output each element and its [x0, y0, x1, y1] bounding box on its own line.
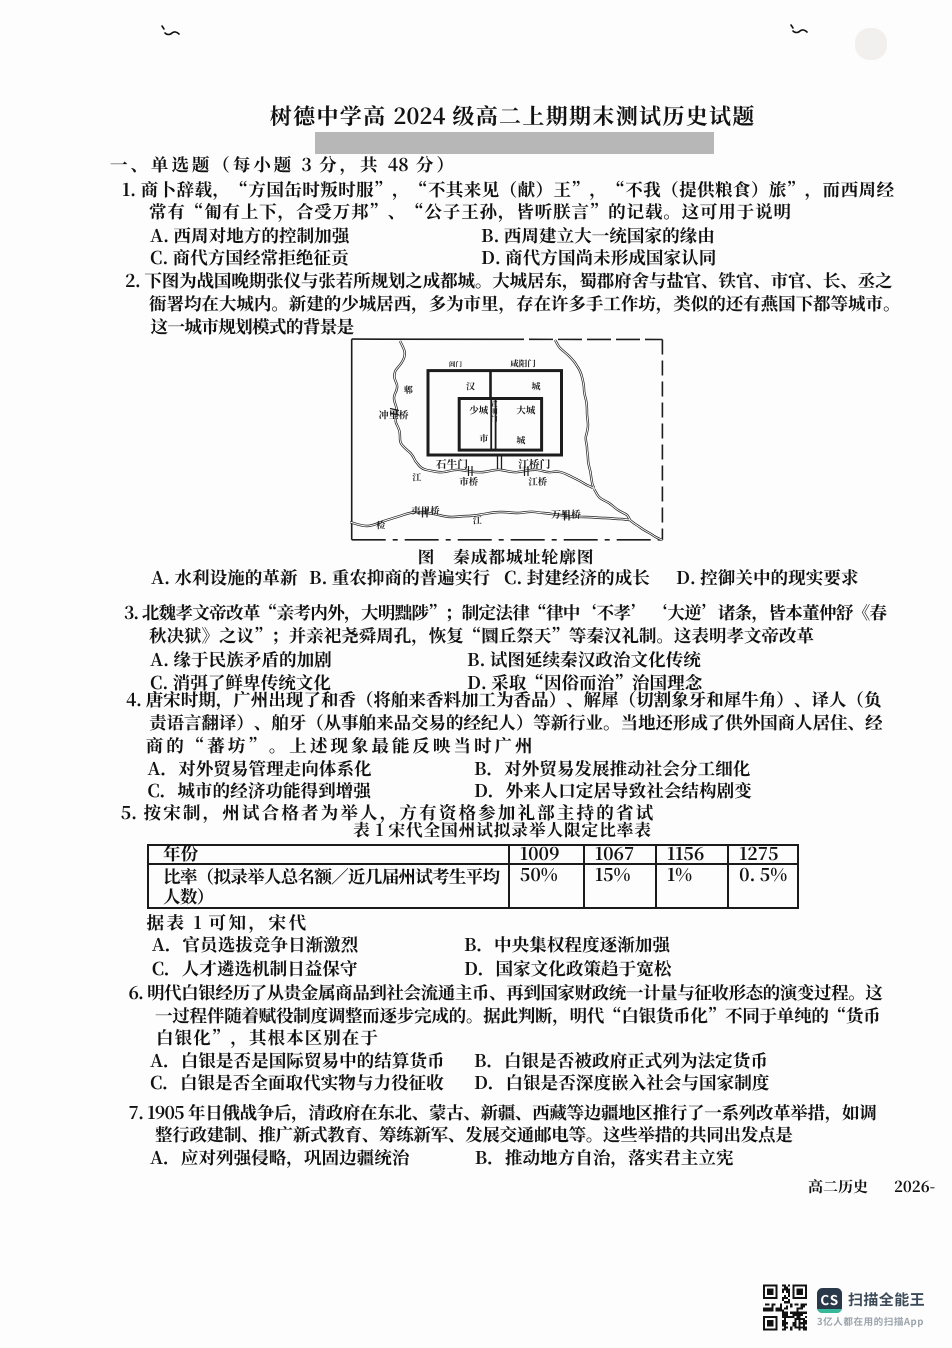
- svg-text:检: 检: [376, 519, 385, 532]
- svg-text:江桥门: 江桥门: [518, 457, 551, 472]
- svg-text:夷里桥: 夷里桥: [411, 503, 440, 517]
- svg-text:汉: 汉: [466, 380, 475, 393]
- svg-text:阊门: 阊门: [449, 360, 463, 369]
- svg-text:咸阳门: 咸阳门: [510, 358, 536, 370]
- svg-text:市: 市: [479, 432, 488, 445]
- svg-text:宣: 宣: [491, 400, 498, 410]
- svg-text:石牛门: 石牛门: [436, 457, 469, 472]
- svg-text:市桥: 市桥: [459, 474, 479, 488]
- svg-text:大城: 大城: [516, 402, 536, 416]
- svg-text:江: 江: [412, 471, 421, 484]
- svg-text:郫: 郫: [404, 383, 413, 396]
- svg-text:明: 明: [491, 407, 498, 417]
- svg-text:江桥: 江桥: [528, 474, 548, 488]
- svg-text:冲里桥: 冲里桥: [379, 406, 409, 421]
- svg-text:城: 城: [516, 434, 525, 447]
- svg-text:门: 门: [491, 415, 498, 425]
- svg-text:江: 江: [473, 514, 482, 527]
- svg-text:少城: 少城: [469, 402, 489, 416]
- svg-text:城: 城: [532, 380, 541, 393]
- svg-text:万里桥: 万里桥: [551, 506, 581, 521]
